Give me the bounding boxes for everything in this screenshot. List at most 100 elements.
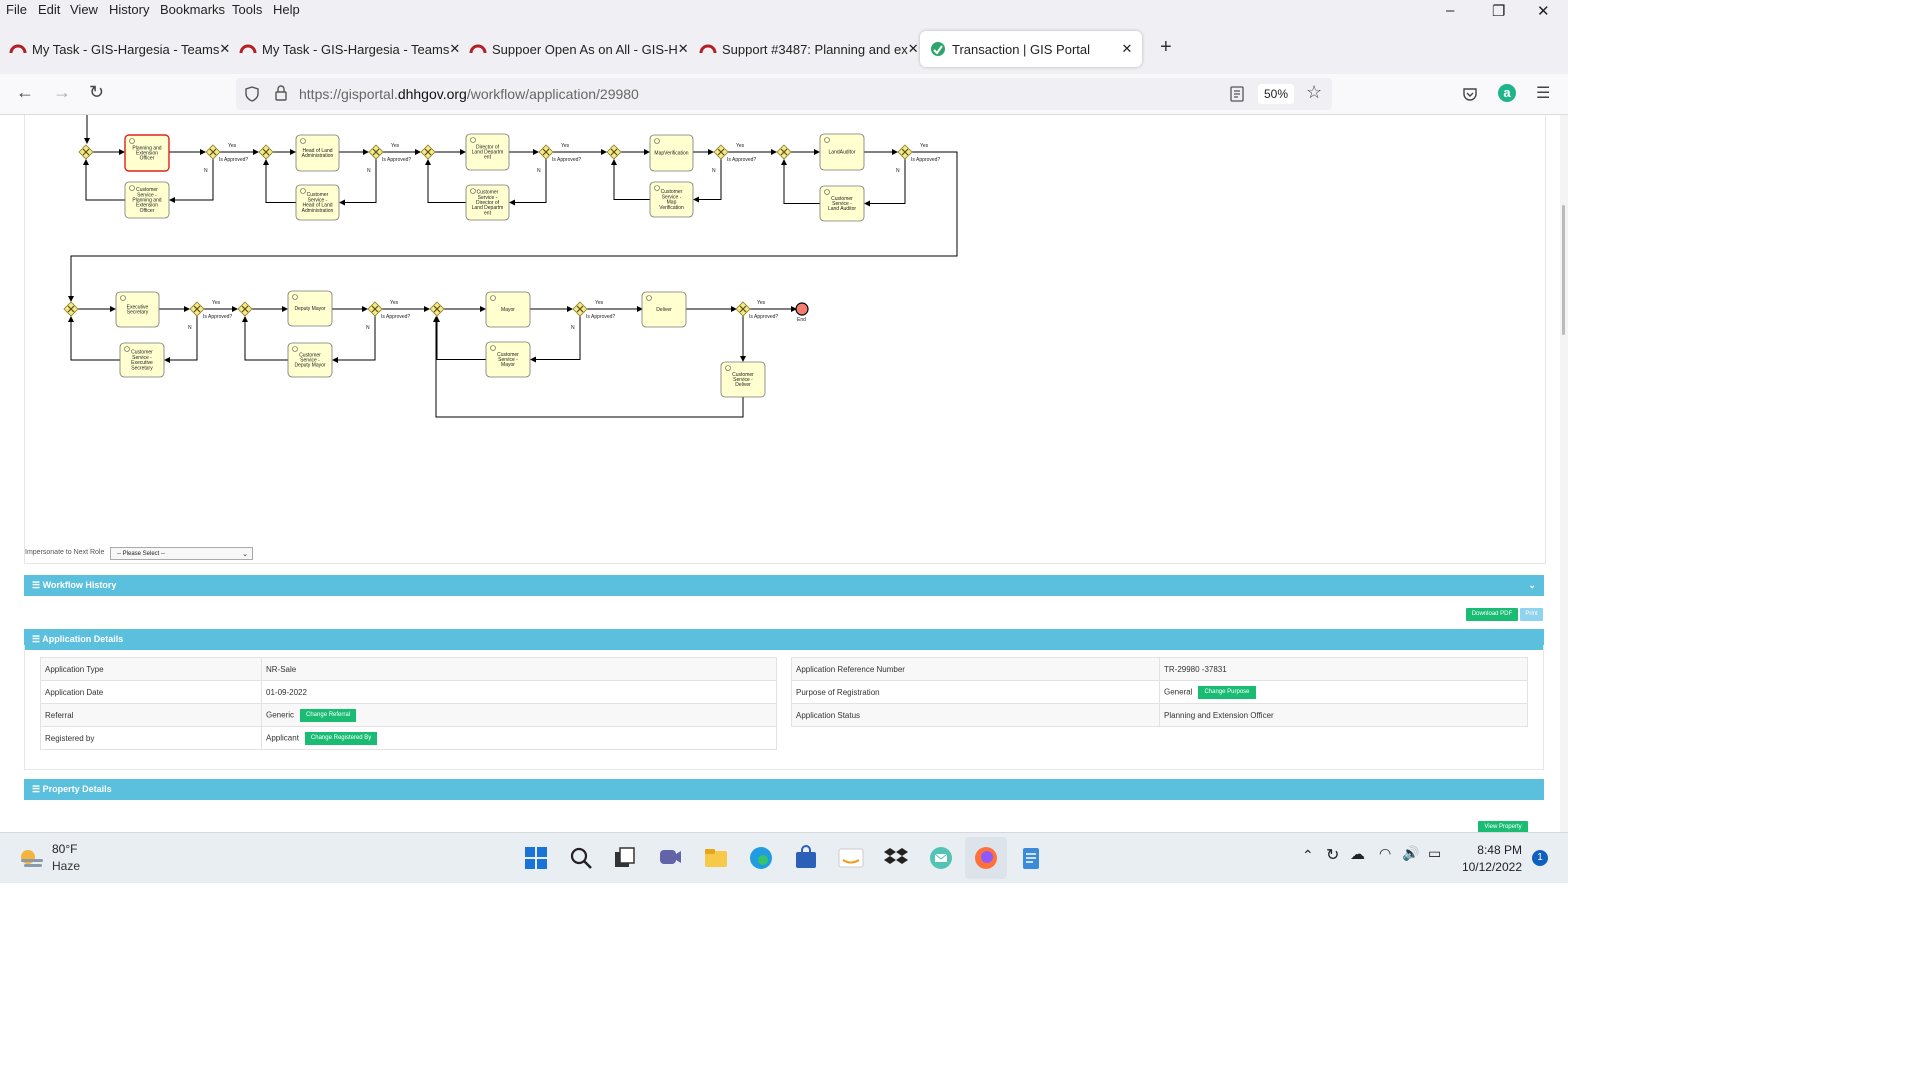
lock-icon[interactable]	[274, 85, 288, 101]
mail-app-icon[interactable]	[928, 845, 954, 871]
task-box[interactable]	[649, 181, 694, 218]
reload-icon[interactable]: ↻	[89, 82, 105, 102]
onedrive-cloud-icon[interactable]: ☁	[1350, 846, 1365, 863]
windows-start-icon[interactable]	[523, 845, 549, 871]
speaker-icon[interactable]: 🔊	[1402, 845, 1420, 861]
system-clock[interactable]: 8:48 PM 10/12/2022	[1462, 842, 1522, 876]
task-box[interactable]	[819, 185, 865, 222]
search-icon[interactable]	[568, 845, 594, 871]
menu-bookmarks[interactable]: Bookmarks	[160, 2, 226, 17]
minimize-icon[interactable]: –	[1446, 2, 1455, 19]
workflow-history-header[interactable]: ☰ Workflow History ⌄	[24, 575, 1544, 596]
task-box[interactable]	[485, 341, 531, 378]
view-property-button[interactable]: View Property	[1478, 821, 1528, 834]
workflow-task[interactable]: Deliver	[641, 291, 687, 328]
tab-my-task-2[interactable]: My Task - GIS-Hargesia - Teams ✕	[230, 31, 460, 67]
property-details-header[interactable]: ☰ Property Details	[24, 779, 1544, 800]
menu-file[interactable]: File	[6, 2, 27, 17]
task-view-icon[interactable]	[612, 845, 638, 871]
firefox-icon[interactable]	[973, 845, 999, 871]
tab-support-3487[interactable]: Support #3487: Planning and ex ✕	[690, 31, 919, 67]
task-box[interactable]	[124, 134, 170, 172]
close-tab-icon[interactable]: ✕	[907, 41, 919, 56]
close-tab-icon[interactable]: ✕	[449, 41, 461, 56]
task-box[interactable]	[119, 342, 165, 378]
bookmark-star-icon[interactable]: ☆	[1306, 82, 1323, 102]
close-tab-icon[interactable]: ✕	[1121, 41, 1133, 56]
shield-icon[interactable]	[244, 86, 260, 102]
wifi-icon[interactable]: ◠	[1379, 845, 1392, 861]
notepad-icon[interactable]	[1018, 845, 1044, 871]
address-bar[interactable]: https://gisportal.dhhgov.org/workflow/ap…	[236, 78, 1332, 110]
workflow-task[interactable]: Mayor	[485, 291, 531, 328]
account-avatar-icon[interactable]: a	[1498, 84, 1516, 102]
close-tab-icon[interactable]: ✕	[219, 41, 231, 56]
scrollbar-thumb[interactable]	[1562, 205, 1565, 335]
file-explorer-icon[interactable]	[703, 845, 729, 871]
close-tab-icon[interactable]: ✕	[677, 41, 689, 56]
task-box[interactable]	[649, 134, 694, 172]
task-box[interactable]	[295, 184, 340, 221]
task-box[interactable]	[485, 291, 531, 328]
tab-support-open[interactable]: Suppoer Open As on All - GIS-H ✕	[460, 31, 689, 67]
weather-haze-icon[interactable]	[18, 847, 46, 869]
menu-edit[interactable]: Edit	[38, 2, 61, 17]
weather-temp[interactable]: 80°F	[52, 842, 78, 856]
url-text[interactable]: https://gisportal.dhhgov.org/workflow/ap…	[299, 86, 639, 102]
hamburger-menu-icon[interactable]: ☰	[1536, 85, 1551, 102]
new-tab-icon[interactable]: +	[1160, 36, 1172, 58]
pocket-icon[interactable]	[1462, 86, 1478, 102]
back-icon[interactable]: ←	[16, 82, 34, 102]
menu-tools[interactable]: Tools	[232, 2, 263, 17]
task-box[interactable]	[641, 291, 687, 328]
download-pdf-button[interactable]: Download PDF	[1466, 608, 1518, 621]
task-box[interactable]	[124, 181, 170, 219]
workflow-task[interactable]: Deputy Mayor	[287, 290, 333, 327]
task-box[interactable]	[295, 134, 340, 172]
task-box[interactable]	[720, 361, 766, 398]
workflow-task[interactable]: LandAuditor	[819, 133, 865, 171]
page-scrollbar[interactable]	[1560, 115, 1568, 832]
battery-icon[interactable]: ▭	[1428, 845, 1442, 861]
menu-view[interactable]: View	[70, 2, 98, 17]
forward-icon[interactable]: →	[53, 82, 71, 102]
change-registered-by-button[interactable]: Change Registered By	[304, 731, 378, 745]
impersonate-select[interactable]: -- Please Select -- ⌄	[110, 547, 253, 560]
task-box[interactable]	[287, 290, 333, 327]
application-details-header[interactable]: ☰ Application Details	[24, 629, 1544, 650]
menu-help[interactable]: Help	[273, 2, 300, 17]
notification-badge[interactable]: 1	[1532, 850, 1548, 866]
microsoft-store-icon[interactable]	[793, 845, 819, 871]
chevron-down-icon[interactable]: ⌄	[1528, 580, 1536, 590]
weather-condition[interactable]: Haze	[52, 859, 81, 873]
sync-icon[interactable]: ↻	[1326, 847, 1340, 864]
change-purpose-button[interactable]: Change Purpose	[1198, 685, 1256, 699]
restore-icon[interactable]: ❐	[1492, 3, 1506, 20]
tab-my-task-1[interactable]: My Task - GIS-Hargesia - Teams ✕	[0, 31, 230, 67]
task-box[interactable]	[465, 133, 510, 171]
teams-chat-icon[interactable]	[657, 845, 683, 871]
tab-transaction-gis[interactable]: Transaction | GIS Portal ✕	[920, 31, 1142, 67]
change-referral-button[interactable]: Change Referral	[300, 708, 357, 722]
zoom-level[interactable]: 50%	[1258, 84, 1294, 104]
edge-browser-icon[interactable]	[748, 845, 774, 871]
menu-history[interactable]: History	[109, 2, 150, 17]
task-box[interactable]	[465, 184, 510, 221]
task-box[interactable]	[819, 133, 865, 171]
amazon-icon[interactable]	[838, 845, 864, 871]
task-box[interactable]	[115, 291, 160, 328]
show-hidden-icons-icon[interactable]: ⌃	[1302, 847, 1314, 863]
